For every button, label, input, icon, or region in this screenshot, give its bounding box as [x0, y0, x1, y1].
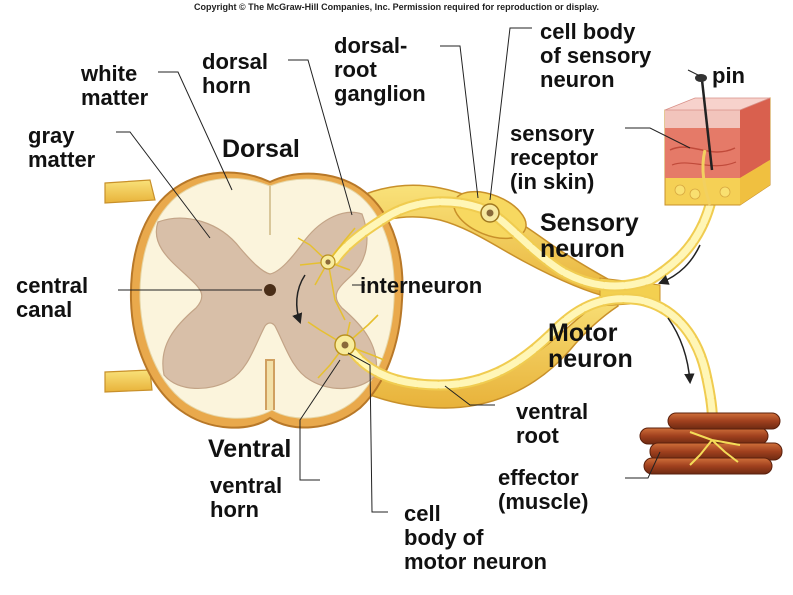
label-sensory-neuron: Sensory neuron — [540, 209, 639, 263]
label-dorsal-root-ganglion: dorsal- root ganglion — [334, 33, 426, 106]
motor-direction-arrow — [667, 317, 695, 385]
skin-block — [664, 97, 771, 206]
label-white-matter: white matter — [81, 61, 149, 110]
label-gray-matter: gray matter — [28, 123, 96, 172]
sensory-axon-core — [331, 198, 714, 290]
interneuron-arrow — [292, 274, 306, 324]
sensory-direction-arrow — [658, 244, 701, 285]
interneuron-cell — [297, 227, 356, 321]
copyright-notice: Copyright © The McGraw-Hill Companies, I… — [193, 2, 600, 12]
label-pin: pin — [712, 63, 745, 88]
left-dorsal-stub — [104, 179, 156, 204]
motor-axon-core — [344, 295, 717, 444]
label-effector-muscle: effector (muscle) — [498, 465, 589, 514]
label-cell-body-sensory-neuron: cell body of sensory neuron — [540, 19, 652, 92]
label-ventral-horn: ventral horn — [210, 473, 283, 522]
label-cell-body-motor-neuron: cell body of motor neuron — [404, 501, 547, 574]
pin — [695, 74, 714, 171]
leader-lines — [116, 27, 701, 513]
label-ventral: Ventral — [208, 435, 292, 463]
label-ventral-root: ventral root — [516, 399, 589, 448]
label-interneuron: interneuron — [360, 273, 483, 298]
label-dorsal: Dorsal — [222, 135, 300, 163]
motor-neuron-dendrites — [307, 314, 385, 379]
label-sensory-receptor: sensory receptor (in skin) — [510, 121, 599, 194]
sensory-nucleus — [486, 209, 494, 217]
label-central-canal: central canal — [16, 273, 89, 322]
label-motor-neuron: Motor neuron — [548, 319, 633, 373]
muscle-effector — [639, 412, 783, 475]
ventral-fissure — [265, 359, 275, 410]
interneuron-nucleus — [325, 259, 331, 265]
motor-nucleus — [341, 341, 349, 349]
central-canal — [262, 282, 278, 298]
left-ventral-stub — [104, 369, 153, 393]
label-dorsal-horn: dorsal horn — [202, 49, 269, 98]
